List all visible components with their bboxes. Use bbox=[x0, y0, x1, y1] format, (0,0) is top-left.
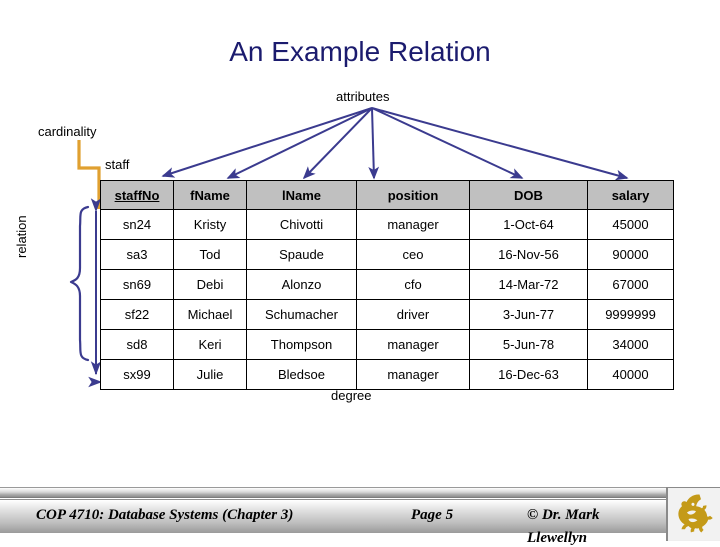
cardinality-bracket bbox=[77, 140, 101, 209]
cell-lname: Bledsoe bbox=[246, 359, 357, 390]
cell-fname: Michael bbox=[173, 299, 247, 330]
cell-salary: 45000 bbox=[587, 209, 674, 240]
cell-lname: Spaude bbox=[246, 239, 357, 270]
cell-lname: Schumacher bbox=[246, 299, 357, 330]
cell-salary: 90000 bbox=[587, 239, 674, 270]
table-row: sd8 Keri Thompson manager 5-Jun-78 34000 bbox=[100, 329, 674, 360]
cell-fname: Kristy bbox=[173, 209, 247, 240]
label-cardinality: cardinality bbox=[38, 124, 97, 139]
cell-staffno: sf22 bbox=[100, 299, 174, 330]
cell-dob: 5-Jun-78 bbox=[469, 329, 588, 360]
table-row: sa3 Tod Spaude ceo 16-Nov-56 90000 bbox=[100, 239, 674, 270]
footer-bar bbox=[0, 499, 720, 533]
ucf-pegasus-logo bbox=[668, 488, 720, 540]
cell-position: manager bbox=[356, 329, 470, 360]
cell-staffno: sn69 bbox=[100, 269, 174, 300]
cell-fname: Tod bbox=[173, 239, 247, 270]
table-row: sn69 Debi Alonzo cfo 14-Mar-72 67000 bbox=[100, 269, 674, 300]
footer-author-label: © Dr. Mark bbox=[527, 507, 600, 523]
label-attributes: attributes bbox=[336, 89, 390, 104]
cell-dob: 14-Mar-72 bbox=[469, 269, 588, 300]
label-relation-name: staff bbox=[105, 157, 130, 172]
cell-dob: 16-Nov-56 bbox=[469, 239, 588, 270]
column-header-dob: DOB bbox=[469, 180, 588, 210]
cell-salary: 9999999 bbox=[587, 299, 674, 330]
cell-staffno: sa3 bbox=[100, 239, 174, 270]
label-relation: relation bbox=[14, 215, 29, 258]
footer-page-label: Page 5 bbox=[411, 507, 454, 523]
cell-dob: 16-Dec-63 bbox=[469, 359, 588, 390]
cell-fname: Julie bbox=[173, 359, 247, 390]
cell-salary: 67000 bbox=[587, 269, 674, 300]
cell-position: manager bbox=[356, 359, 470, 390]
page-title: An Example Relation bbox=[229, 36, 491, 67]
table-row: sx99 Julie Bledsoe manager 16-Dec-63 400… bbox=[100, 359, 674, 390]
cell-dob: 1-Oct-64 bbox=[469, 209, 588, 240]
cell-position: manager bbox=[356, 209, 470, 240]
cell-staffno: sx99 bbox=[100, 359, 174, 390]
cell-lname: Alonzo bbox=[246, 269, 357, 300]
cell-fname: Debi bbox=[173, 269, 247, 300]
cell-lname: Chivotti bbox=[246, 209, 357, 240]
cell-dob: 3-Jun-77 bbox=[469, 299, 588, 330]
cell-lname: Thompson bbox=[246, 329, 357, 360]
label-degree: degree bbox=[331, 388, 372, 403]
cell-staffno: sd8 bbox=[100, 329, 174, 360]
table-row: sn24 Kristy Chivotti manager 1-Oct-64 45… bbox=[100, 209, 674, 240]
footer-author-label-line2: Llewellyn bbox=[527, 530, 587, 546]
column-header-staffno-text: staffNo bbox=[114, 187, 160, 203]
table-header-row: staffNo fName lName position DOB salary bbox=[100, 180, 674, 210]
column-header-position: position bbox=[356, 180, 470, 210]
relation-table: staffNo fName lName position DOB salary … bbox=[100, 180, 674, 390]
column-header-salary: salary bbox=[587, 180, 674, 210]
column-header-lname: lName bbox=[246, 180, 357, 210]
footer-content: COP 4710: Database Systems (Chapter 3) P… bbox=[0, 499, 660, 532]
cell-fname: Keri bbox=[173, 329, 247, 360]
column-header-staffno: staffNo bbox=[100, 180, 174, 210]
footer-course-label: COP 4710: Database Systems (Chapter 3) bbox=[36, 507, 294, 523]
table-row: sf22 Michael Schumacher driver 3-Jun-77 … bbox=[100, 299, 674, 330]
cell-position: ceo bbox=[356, 239, 470, 270]
attribute-pointer-arrows bbox=[161, 107, 629, 181]
cell-salary: 34000 bbox=[587, 329, 674, 360]
cell-staffno: sn24 bbox=[100, 209, 174, 240]
cell-position: cfo bbox=[356, 269, 470, 300]
column-header-fname: fName bbox=[173, 180, 247, 210]
footer-logo-frame bbox=[666, 487, 720, 541]
cell-salary: 40000 bbox=[587, 359, 674, 390]
relation-brace bbox=[69, 205, 90, 362]
footer-divider-bar bbox=[0, 487, 720, 498]
cell-position: driver bbox=[356, 299, 470, 330]
